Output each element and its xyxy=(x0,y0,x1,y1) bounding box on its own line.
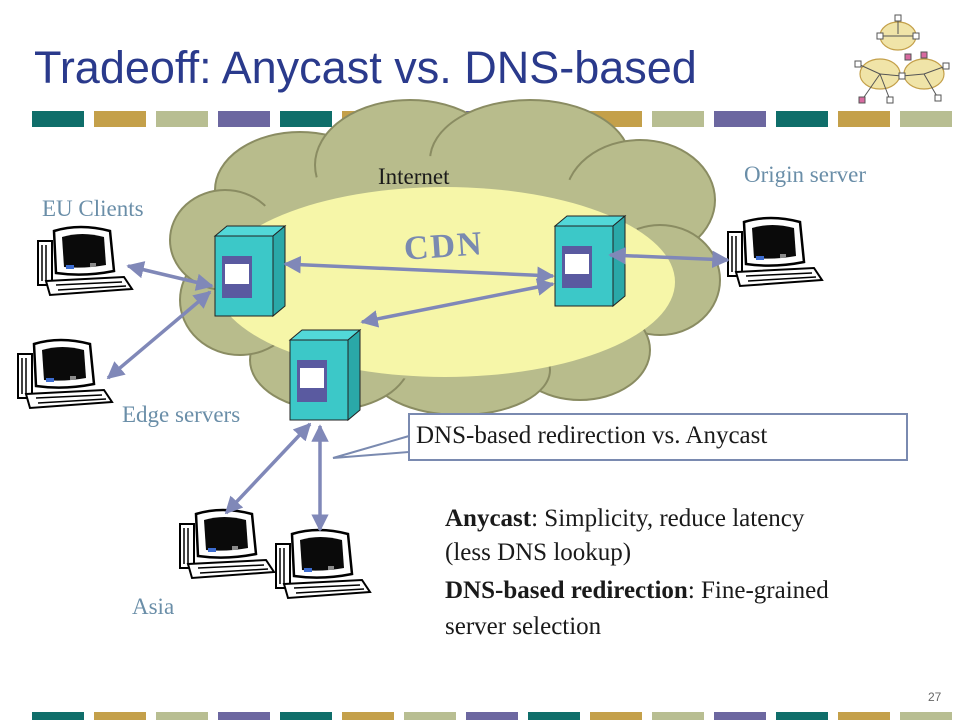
origin-server-pc xyxy=(726,216,824,288)
anycast-desc-1: : Simplicity, reduce latency xyxy=(531,505,805,532)
asia-label: Asia xyxy=(132,594,175,619)
dns-term: DNS-based redirection xyxy=(445,577,688,604)
anycast-note-line1: Anycast: Simplicity, reduce latency xyxy=(445,505,804,533)
internet-label: Internet xyxy=(378,164,450,189)
origin-server-label: Origin server xyxy=(744,162,866,187)
callout-box xyxy=(408,413,908,461)
page-number: 27 xyxy=(928,690,942,704)
anycast-note-line2: (less DNS lookup) xyxy=(445,539,632,566)
anycast-term: Anycast xyxy=(445,505,532,532)
network-logo xyxy=(854,14,950,104)
edge-servers-label: Edge servers xyxy=(122,402,241,427)
arrow-edge-origin xyxy=(608,246,730,269)
edge-server-asia xyxy=(289,329,361,421)
arrow-edge-edge-diag xyxy=(360,278,555,328)
asia-client-pc-2 xyxy=(274,528,372,600)
arrow-edge-edge-top xyxy=(283,255,555,285)
eu-client-pc-1 xyxy=(36,225,134,297)
dns-note-line1: DNS-based redirection: Fine-grained xyxy=(445,577,829,605)
asia-client-pc-1 xyxy=(178,508,276,580)
arrow-eu2-edge xyxy=(106,290,212,380)
bottom-decorative-band xyxy=(32,712,960,720)
eu-client-pc-2 xyxy=(16,338,114,410)
slide-title: Tradeoff: Anycast vs. DNS-based xyxy=(34,42,697,93)
dns-desc-1: : Fine-grained xyxy=(687,577,829,604)
arrow-eu1-edge xyxy=(126,261,214,291)
edge-server-origin-side xyxy=(554,215,626,307)
callout-pointer xyxy=(332,434,410,459)
callout-text: DNS-based redirection vs. Anycast xyxy=(416,422,768,449)
dns-note-line2: server selection xyxy=(445,613,602,640)
arrow-asia1-edge xyxy=(224,422,312,515)
eu-clients-label: EU Clients xyxy=(42,196,144,221)
cdn-label: CDN xyxy=(402,225,485,268)
edge-server-eu xyxy=(214,225,286,317)
